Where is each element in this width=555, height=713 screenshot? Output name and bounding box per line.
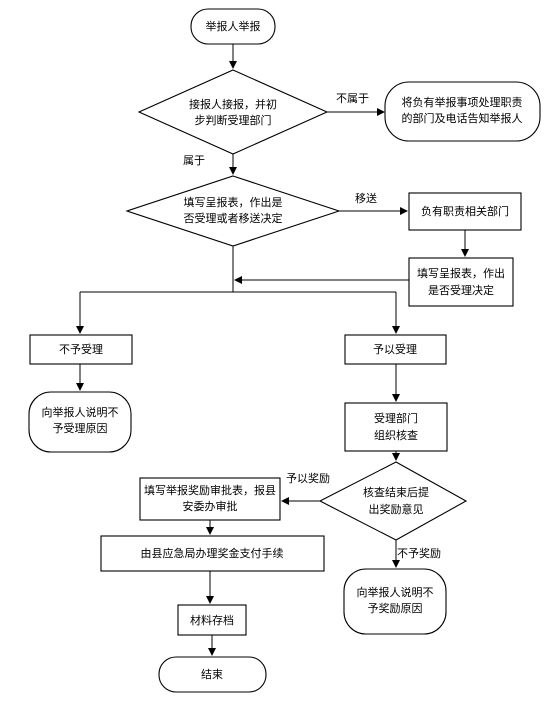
explain-no-reward-node: 向举报人说明不 予奖励原因	[343, 568, 447, 635]
reject-label: 不予受理	[59, 343, 103, 356]
approval-line2: 安委办审批	[183, 499, 238, 513]
d3-line2: 出奖励意见	[369, 502, 424, 516]
organize-line1: 受理部门	[374, 411, 418, 425]
notify-line1: 将负有举报事项处理职责	[402, 95, 523, 109]
decision-accept-or-transfer: 填写呈报表，作出是 否受理或者移送决定	[125, 175, 341, 247]
d2-line1: 填写呈报表，作出是	[184, 195, 283, 209]
report-line1: 填写呈报表，作出	[417, 266, 505, 280]
explain-reject-node: 向举报人说明不 予受理原因	[28, 391, 132, 453]
responsible-department-node: 负有职责相关部门	[408, 192, 522, 231]
edge-label-give-reward: 予以奖励	[286, 471, 330, 485]
organize-verification-node: 受理部门 组织核查	[344, 402, 448, 452]
explain1-line1: 向举报人说明不	[42, 405, 119, 419]
payment-label: 由县应急局办理奖金支付手续	[141, 546, 284, 560]
archive-label: 材料存档	[190, 613, 234, 627]
explain1-line2: 予受理原因	[53, 422, 108, 435]
archive-node: 材料存档	[177, 604, 247, 636]
approval-line1: 填写举报奖励审批表，报县	[144, 483, 276, 497]
start-label: 举报人举报	[206, 19, 261, 33]
decision-reward-opinion: 核查结束后提 出奖励意见	[318, 461, 468, 541]
notify-reporter-node: 将负有举报事项处理职责 的部门及电话告知举报人	[384, 81, 541, 142]
report-line2: 是否受理决定	[428, 283, 494, 297]
edge-label-transfer: 移送	[355, 191, 377, 205]
d2-line2: 否受理或者移送决定	[184, 211, 283, 225]
accept-label: 予以受理	[373, 343, 417, 356]
payment-node: 由县应急局办理奖金支付手续	[100, 535, 325, 572]
edge-label-not-belong: 不属于	[336, 92, 369, 105]
reward-approval-node: 填写举报奖励审批表，报县 安委办审批	[139, 477, 281, 521]
edge-label-belong: 属于	[183, 154, 205, 167]
edge-label-no-reward: 不予奖励	[397, 546, 441, 560]
accept-node: 予以受理	[344, 334, 447, 365]
d3-line1: 核查结束后提	[363, 485, 429, 499]
notify-line2: 的部门及电话告知举报人	[402, 111, 523, 125]
dept-label: 负有职责相关部门	[421, 204, 509, 218]
d1-line1: 接报人接报，并初	[189, 97, 277, 111]
end-node: 结束	[158, 656, 267, 693]
decision-initial-judgement: 接报人接报，并初 步判断受理部门	[137, 69, 329, 155]
end-label: 结束	[201, 668, 223, 681]
organize-line2: 组织核查	[374, 428, 418, 442]
start-node: 举报人举报	[190, 8, 276, 45]
report-decision-node: 填写呈报表，作出 是否受理决定	[408, 257, 514, 307]
d1-line2: 步判断受理部门	[195, 113, 272, 127]
explain2-line2: 予奖励原因	[368, 601, 423, 615]
explain2-line1: 向举报人说明不	[357, 585, 434, 599]
reject-node: 不予受理	[29, 334, 133, 365]
